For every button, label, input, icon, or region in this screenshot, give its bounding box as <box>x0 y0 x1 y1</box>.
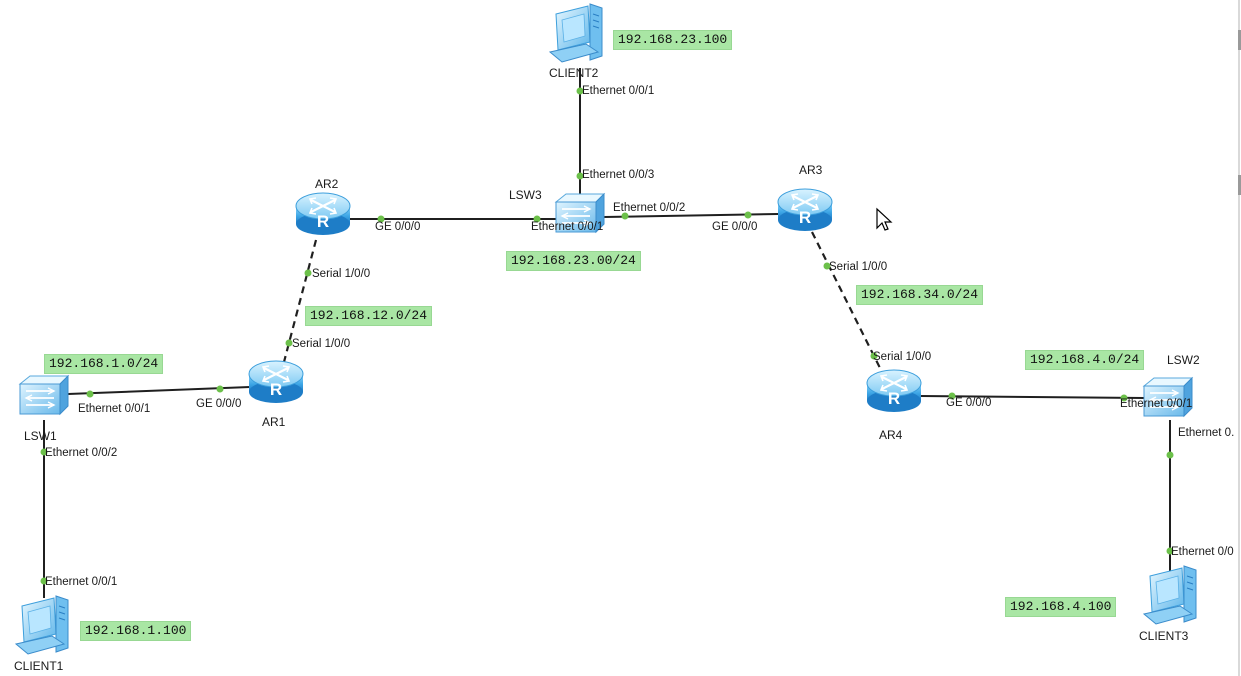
scrollbar-marker <box>1238 30 1241 50</box>
port-dot <box>285 339 293 347</box>
ar4-label: AR4 <box>879 428 903 442</box>
port-label: Ethernet 0/0/2 <box>45 447 118 459</box>
port-label: Serial 1/0/0 <box>312 268 371 280</box>
port-dot <box>86 390 94 398</box>
router-icon[interactable] <box>247 359 305 405</box>
client2-label: CLIENT2 <box>549 66 599 80</box>
client1-label: CLIENT1 <box>14 659 64 673</box>
port-dot <box>1166 451 1174 459</box>
port-label: Ethernet 0/0 <box>1171 546 1234 558</box>
port-dot <box>870 352 878 360</box>
port-dot <box>948 392 956 400</box>
lsw3-label: LSW3 <box>509 188 542 202</box>
link-ar4-lsw2 <box>919 395 1147 399</box>
window-right-edge <box>1238 0 1240 676</box>
links <box>43 68 1171 598</box>
port-dot <box>621 212 629 220</box>
port-label: GE 0/0/0 <box>375 221 421 233</box>
network-note[interactable]: 192.168.34.0/24 <box>856 285 984 305</box>
network-note[interactable]: 192.168.23.00/24 <box>506 251 641 271</box>
router-icon[interactable] <box>865 368 923 414</box>
scrollbar-marker <box>1238 175 1241 195</box>
link-ar3-ar4-serial <box>811 231 883 373</box>
link-ar2-ar1-serial <box>282 239 318 363</box>
port-label: Ethernet 0/0/1 <box>45 576 118 588</box>
port-dot <box>216 385 224 393</box>
port-label: Serial 1/0/0 <box>873 351 932 363</box>
ip-note[interactable]: 192.168.4.100 <box>1005 597 1117 617</box>
pc-icon[interactable] <box>549 3 603 63</box>
port-label: GE 0/0/0 <box>196 398 242 410</box>
port-label: Ethernet 0/0/1 <box>531 221 604 233</box>
port-label: Serial 1/0/0 <box>292 338 351 350</box>
port-label: GE 0/0/0 <box>946 397 992 409</box>
ip-note[interactable]: 192.168.1.100 <box>80 621 192 641</box>
port-dot <box>1166 547 1174 555</box>
port-label: Ethernet 0/0/1 <box>582 85 655 97</box>
port-dot <box>576 87 584 95</box>
port-dot <box>377 215 385 223</box>
port-dot <box>576 172 584 180</box>
port-dot <box>823 262 831 270</box>
port-label: Ethernet 0/0/1 <box>1120 398 1193 410</box>
port-dot <box>304 269 312 277</box>
pc-icon[interactable] <box>1143 565 1197 625</box>
port-dot <box>533 215 541 223</box>
mouse-cursor-icon <box>876 207 893 231</box>
port-dot <box>40 448 48 456</box>
lsw2-label: LSW2 <box>1167 353 1200 367</box>
ip-note[interactable]: 192.168.23.100 <box>613 30 733 50</box>
port-label: Ethernet 0/0/2 <box>613 202 686 214</box>
network-note[interactable]: 192.168.12.0/24 <box>305 306 433 326</box>
port-dot <box>744 211 752 219</box>
ar3-label: AR3 <box>799 163 823 177</box>
ar2-label: AR2 <box>315 177 339 191</box>
router-icon[interactable] <box>776 187 834 233</box>
router-icon[interactable] <box>294 191 352 237</box>
port-label: Serial 1/0/0 <box>829 261 888 273</box>
client3-label: CLIENT3 <box>1139 629 1189 643</box>
network-note[interactable]: 192.168.1.0/24 <box>44 354 164 374</box>
network-note[interactable]: 192.168.4.0/24 <box>1025 350 1145 370</box>
port-dot <box>40 577 48 585</box>
pc-icon[interactable] <box>15 595 69 655</box>
lsw1-label: LSW1 <box>24 429 57 443</box>
port-label: GE 0/0/0 <box>712 221 758 233</box>
port-dot <box>1120 394 1128 402</box>
port-label: Ethernet 0. <box>1178 427 1235 439</box>
ar1-label: AR1 <box>262 415 286 429</box>
port-label: Ethernet 0/0/3 <box>582 169 655 181</box>
port-dots <box>40 87 1174 585</box>
port-label: Ethernet 0/0/1 <box>78 403 151 415</box>
switch-icon[interactable] <box>19 375 69 415</box>
